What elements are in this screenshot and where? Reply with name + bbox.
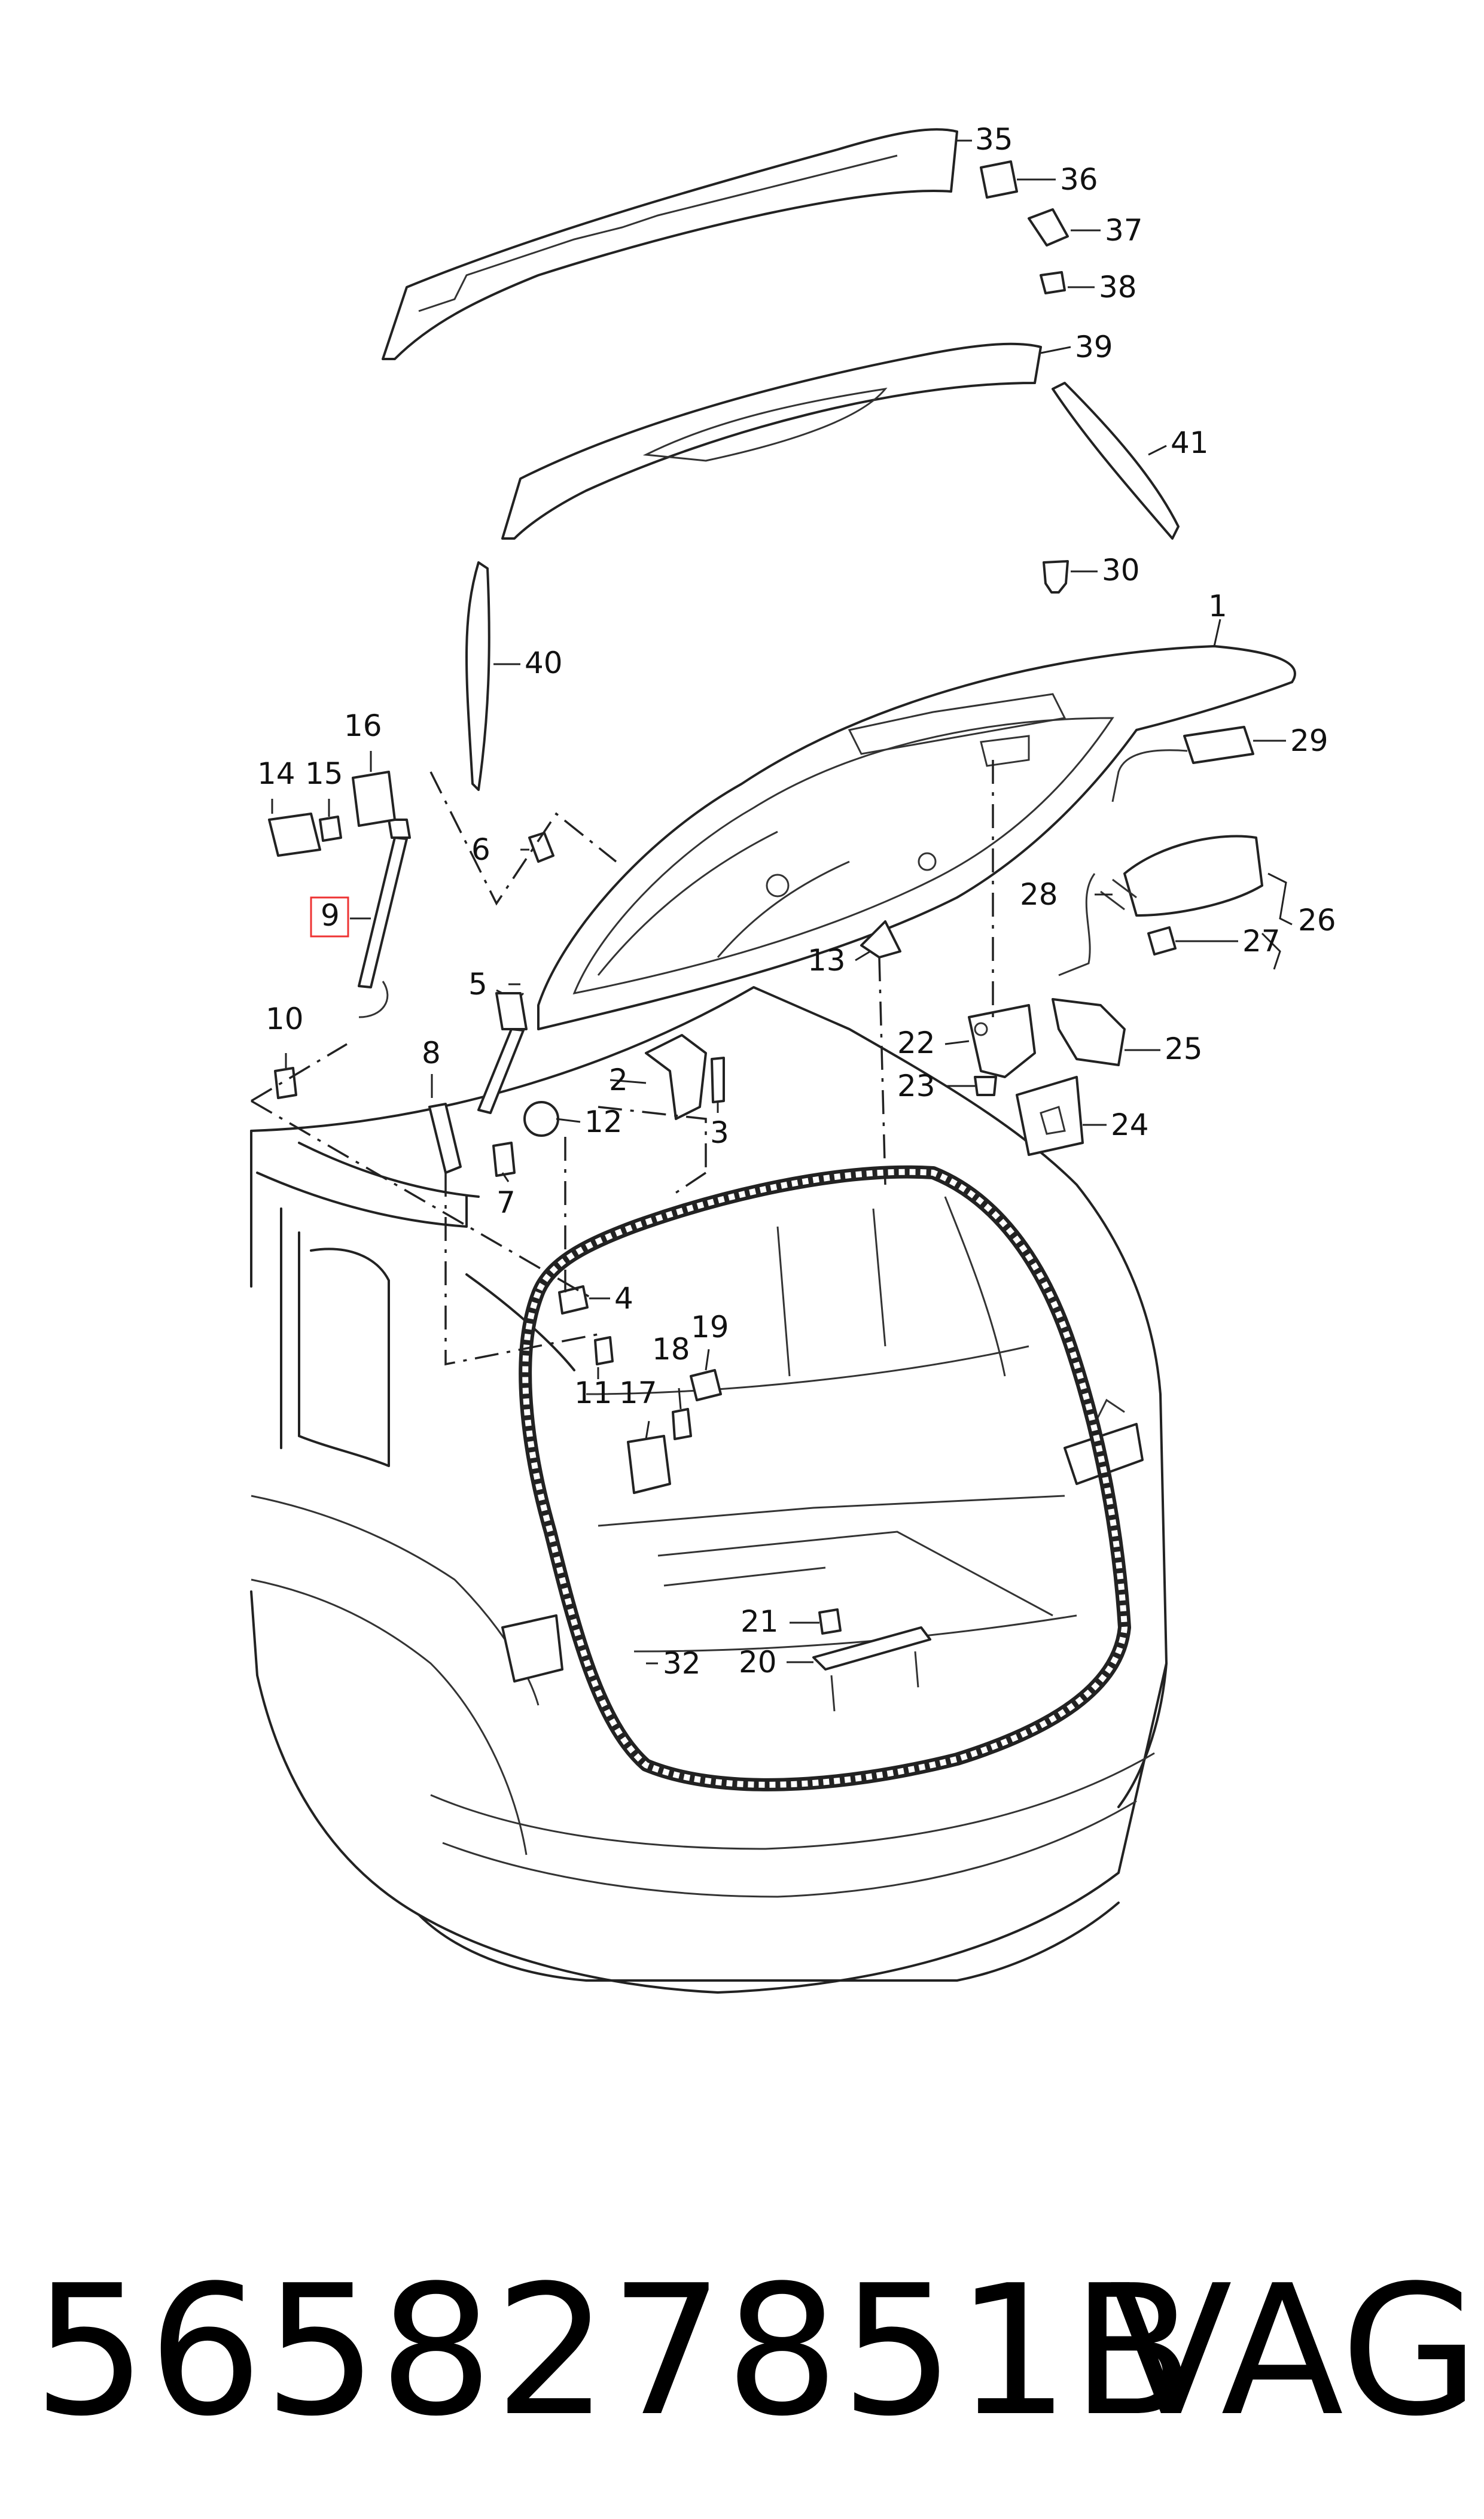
hardware-parts [268, 160, 1263, 1712]
callout-15: 15 [305, 756, 343, 791]
callout-26: 26 [1298, 903, 1336, 938]
callout-27: 27 [1242, 924, 1281, 959]
trim-strip-40 [465, 561, 490, 791]
callout-11: 11 [574, 1376, 613, 1410]
callout-5: 5 [468, 967, 487, 1002]
callout-3: 3 [710, 1115, 729, 1150]
footer: 565827851B VAG [0, 2214, 1484, 2489]
callout-21: 21 [741, 1604, 779, 1639]
callout-36: 36 [1060, 162, 1098, 197]
callout-25: 25 [1165, 1032, 1203, 1066]
alignment-lines [251, 760, 994, 1366]
callout-39: 39 [1075, 330, 1113, 364]
callout-1: 1 [1208, 589, 1227, 623]
callout-13: 13 [807, 943, 846, 978]
callout-37: 37 [1105, 213, 1143, 248]
highlight-box-9 [310, 896, 349, 938]
callout-10: 10 [266, 1002, 304, 1036]
callout-32: 32 [663, 1646, 701, 1681]
callout-14: 14 [257, 756, 295, 791]
callout-17: 17 [619, 1376, 657, 1410]
callout-16: 16 [344, 708, 382, 743]
callout-12: 12 [584, 1105, 623, 1139]
trim-strip-41 [1052, 382, 1180, 540]
car-body [250, 986, 1168, 1994]
tailgate-panel [537, 645, 1296, 1030]
tailgate-exploded-diagram: 35 36 37 38 39 41 30 1 40 29 16 14 15 6 … [250, 122, 1336, 1994]
callout-20: 20 [739, 1645, 777, 1680]
callout-38: 38 [1099, 270, 1137, 305]
callout-6: 6 [471, 832, 490, 867]
callout-18: 18 [652, 1332, 690, 1367]
brand-label: VAG [1110, 2247, 1480, 2456]
callout-4: 4 [614, 1281, 633, 1316]
callout-30: 30 [1102, 553, 1140, 588]
callout-24: 24 [1111, 1108, 1149, 1142]
callout-labels: 35 36 37 38 39 41 30 1 40 29 16 14 15 6 … [257, 122, 1336, 1681]
callout-7: 7 [496, 1185, 516, 1220]
rear-spoiler [382, 128, 958, 360]
callout-40: 40 [525, 646, 563, 680]
callout-19: 19 [691, 1310, 729, 1344]
callout-9: 9 [321, 898, 340, 933]
callout-22: 22 [897, 1026, 936, 1060]
leader-lines [271, 139, 1293, 1665]
callout-35: 35 [975, 122, 1013, 157]
spoiler-trim-39 [501, 342, 1042, 540]
part-number: 565827851B [33, 2247, 1196, 2456]
callout-41: 41 [1171, 425, 1209, 460]
callout-28: 28 [1020, 877, 1058, 912]
callout-8: 8 [422, 1036, 441, 1070]
callout-2: 2 [609, 1063, 628, 1097]
callout-23: 23 [897, 1069, 936, 1103]
callout-29: 29 [1290, 723, 1328, 758]
